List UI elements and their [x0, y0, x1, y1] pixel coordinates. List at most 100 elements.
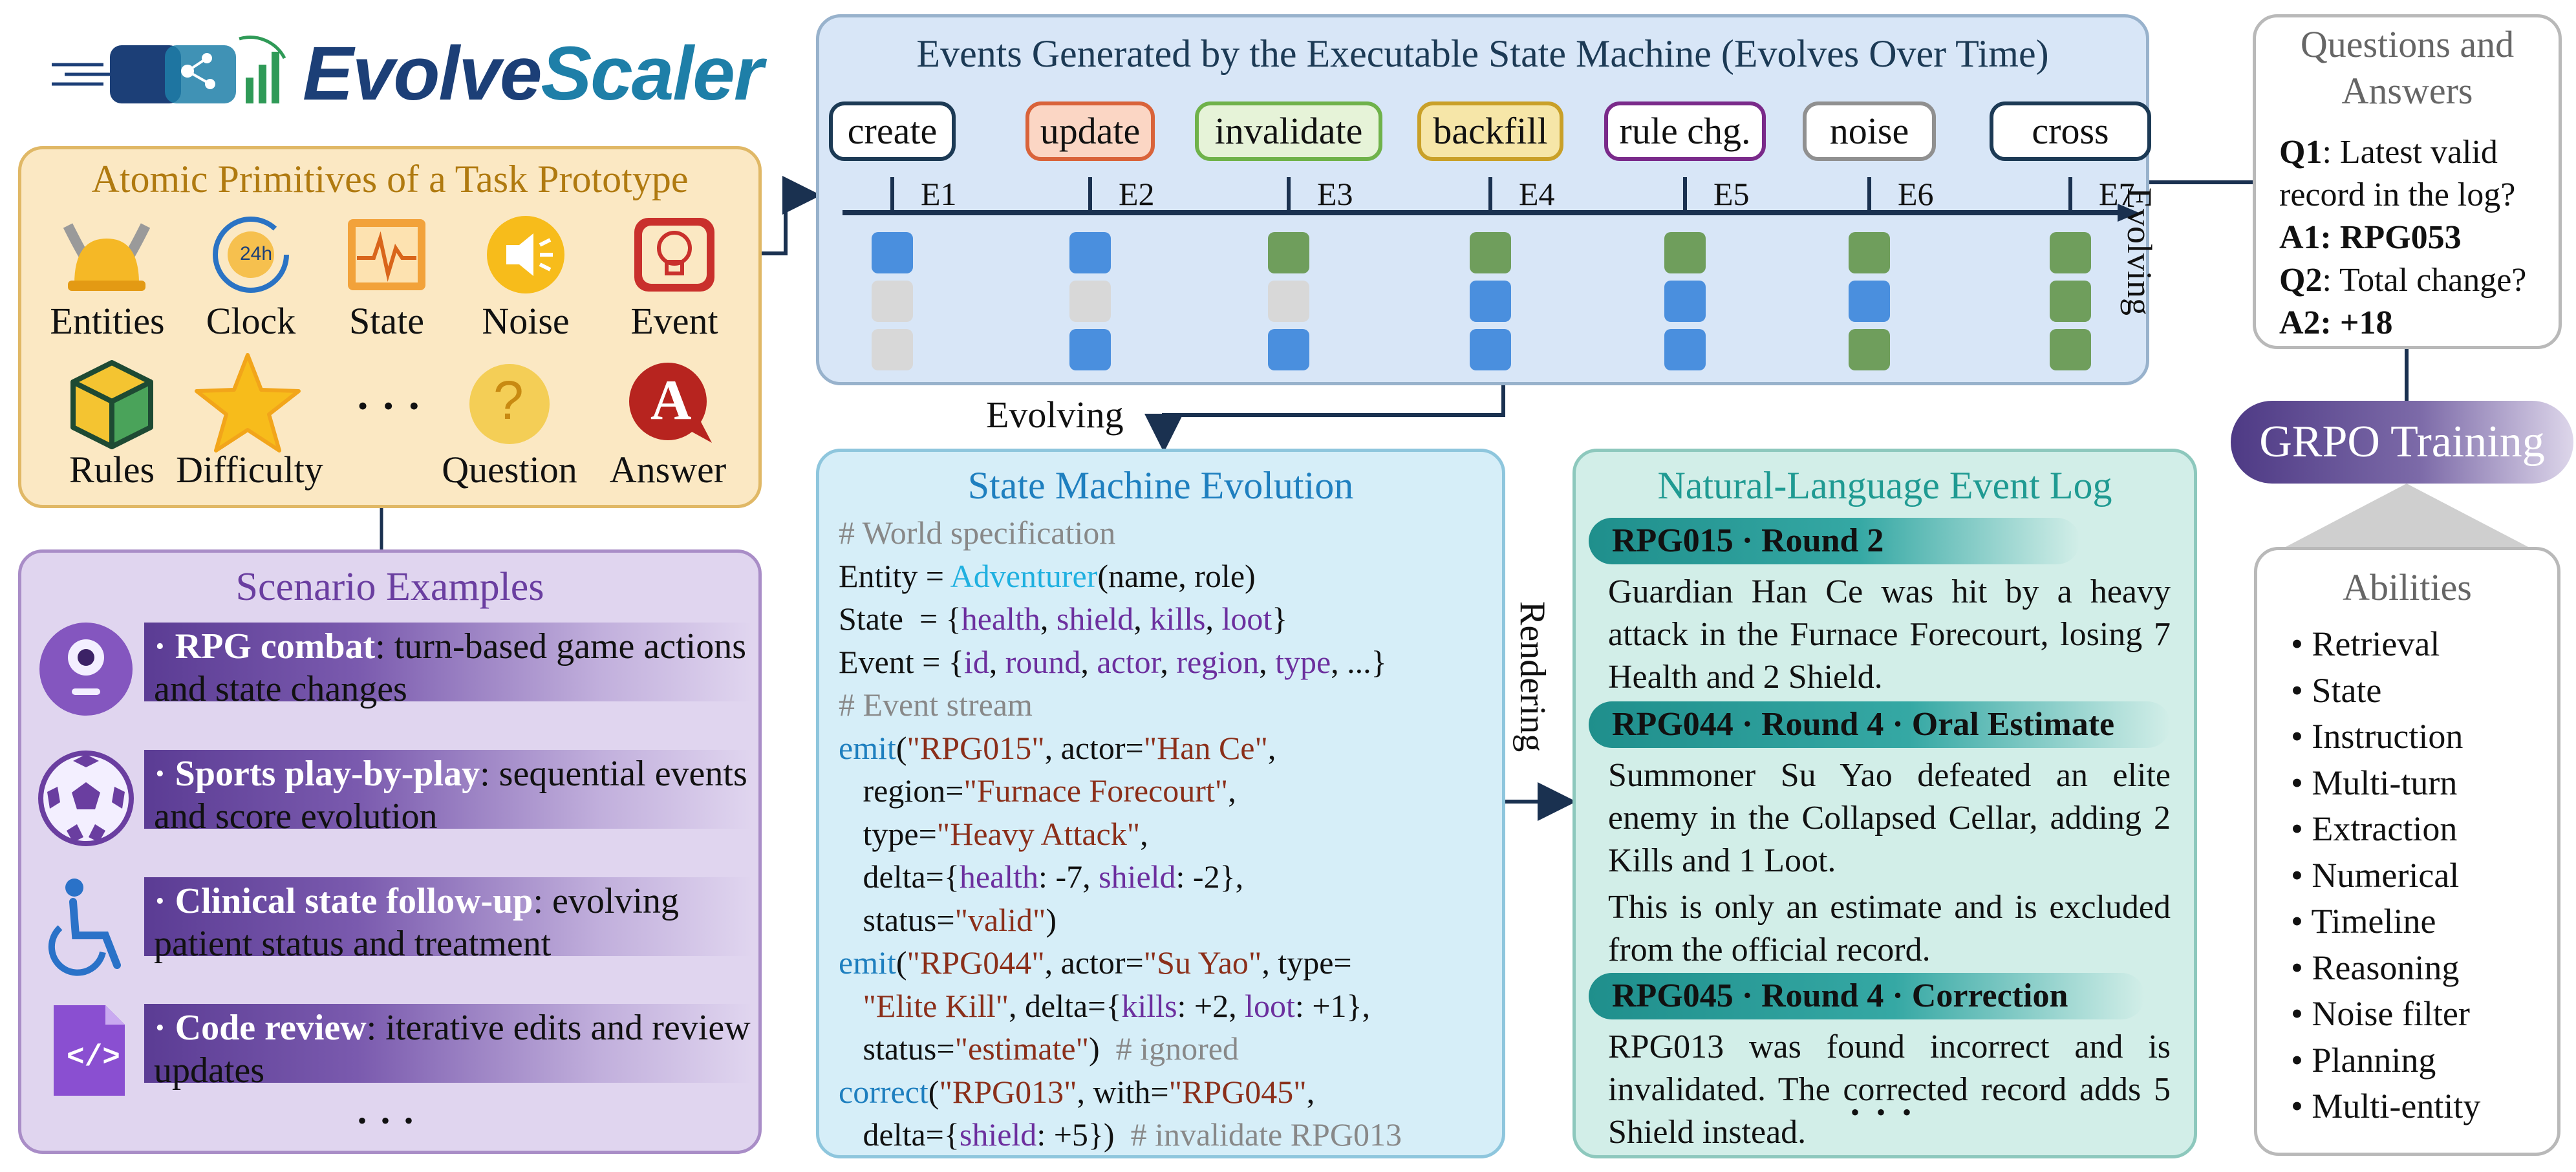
- code-token: id: [963, 643, 989, 680]
- wheelchair-icon: [48, 879, 121, 976]
- state-cell-blue: [1664, 281, 1706, 322]
- code-line: region="Furnace Forecourt",: [839, 769, 1236, 812]
- code-token: # Event stream: [839, 687, 1033, 723]
- event-log-panel: Natural-Language Event Log RPG015 · Roun…: [1572, 449, 2197, 1158]
- log-entry-header: RPG015 · Round 2: [1589, 518, 2080, 564]
- code-token: "Heavy Attack": [936, 815, 1141, 852]
- code-token: , delta={: [1009, 987, 1122, 1024]
- code-token: round: [1005, 643, 1081, 680]
- event-id-label: E3: [1317, 176, 1353, 212]
- timeline-arrow: [843, 204, 2139, 222]
- code-token: shield: [1056, 601, 1134, 637]
- cube-icon: [70, 360, 153, 449]
- ability-item: • Noise filter: [2291, 994, 2470, 1033]
- event-tick: [1287, 177, 1291, 211]
- code-token: "Elite Kill": [863, 987, 1009, 1024]
- scenario-item: · RPG combat: turn-based game actions an…: [154, 626, 746, 709]
- event-type-box: update: [1025, 101, 1155, 161]
- code-token: # invalidate RPG013: [1130, 1116, 1402, 1153]
- code-token: [839, 988, 863, 1024]
- qa-q1: Q1: Latest valid record in the log?: [2279, 134, 2516, 213]
- code-line: type="Heavy Attack",: [839, 813, 1148, 855]
- code-token: delta={: [839, 858, 960, 895]
- rendering-label: Rendering: [1512, 601, 1552, 752]
- state-cell-gray: [872, 281, 913, 322]
- state-machine-panel: State Machine Evolution # World specific…: [816, 449, 1505, 1158]
- ability-item: • Multi-entity: [2291, 1087, 2481, 1125]
- primitive-label-answer: Answer: [609, 449, 727, 491]
- code-token: "RPG013": [939, 1073, 1077, 1110]
- event-id-label: E1: [921, 176, 957, 212]
- ability-item: • Reasoning: [2291, 948, 2460, 987]
- event-log-title: Natural-Language Event Log: [1657, 464, 2112, 507]
- primitive-label-clock: Clock: [206, 300, 296, 342]
- code-file-icon: [54, 1005, 125, 1096]
- state-cell-green: [1268, 232, 1309, 273]
- code-token: : +2,: [1177, 987, 1245, 1024]
- code-token: type: [1275, 643, 1331, 680]
- code-token: ,: [1205, 601, 1222, 637]
- question-bubble-icon: [469, 364, 550, 444]
- state-cell-green: [1849, 232, 1890, 273]
- event-tick: [1683, 177, 1687, 211]
- code-token: , actor=: [1044, 729, 1144, 766]
- qa-a2: A2: +18: [2279, 304, 2393, 341]
- scenario-band: [144, 750, 752, 829]
- grpo-training-badge: GRPO Training: [2231, 401, 2573, 484]
- code-token: State = {: [839, 601, 961, 637]
- event-tick: [1088, 177, 1092, 211]
- primitive-label-entities: Entities: [50, 300, 165, 342]
- code-token: (: [928, 1073, 939, 1110]
- code-line: emit("RPG044", actor="Su Yao", type=: [839, 941, 1352, 984]
- events-title: Events Generated by the Executable State…: [916, 32, 2049, 75]
- code-token: : +5}): [1036, 1116, 1131, 1153]
- code-token: emit: [839, 944, 896, 981]
- code-token: }: [1272, 601, 1288, 637]
- primitive-label-question: Question: [442, 449, 577, 491]
- state-cell-blue: [1470, 281, 1511, 322]
- scenarios-ellipsis: • • •: [358, 1106, 418, 1135]
- ability-item: • Instruction: [2291, 717, 2463, 756]
- code-token: , actor=: [1044, 944, 1144, 981]
- code-token: shield: [959, 1116, 1037, 1153]
- ability-item: • Retrieval: [2291, 624, 2440, 663]
- code-token: ,: [1140, 815, 1148, 852]
- code-token: ,: [1259, 643, 1276, 680]
- primitive-label-rules: Rules: [69, 449, 155, 491]
- event-tick: [890, 177, 894, 211]
- logo-wordmark: EvolveScaler: [303, 31, 764, 116]
- ability-item: • Multi-turn: [2291, 763, 2458, 802]
- scenario-band: [144, 1004, 752, 1083]
- event-type-box: invalidate: [1195, 101, 1382, 161]
- code-token: shield: [1099, 858, 1176, 895]
- code-token: # World specification: [839, 515, 1116, 551]
- scenario-item: · Sports play-by-play: sequential events…: [154, 754, 747, 836]
- logo-icon: [52, 36, 286, 103]
- code-token: "Su Yao": [1143, 944, 1262, 981]
- ability-item: • State: [2291, 670, 2382, 710]
- primitive-label-state: State: [349, 300, 424, 342]
- event-type-box: create: [829, 101, 956, 161]
- scenarios-title: Scenario Examples: [235, 565, 544, 609]
- code-token: "valid": [954, 901, 1046, 938]
- event-id-label: E2: [1119, 176, 1155, 212]
- code-token: (: [896, 729, 907, 766]
- soccer-ball-icon: [38, 751, 134, 846]
- log-ellipsis: • • •: [1851, 1098, 1917, 1127]
- event-tick: [1488, 177, 1492, 211]
- code-token: actor: [1097, 643, 1161, 680]
- code-line: Entity = Adventurer(name, role): [839, 555, 1256, 597]
- log-entry-header: RPG045 · Round 4 · Correction: [1589, 973, 2145, 1019]
- answer-bubble-icon: [629, 363, 712, 443]
- abilities-title: Abilities: [2343, 566, 2472, 608]
- code-token: ,: [989, 643, 1005, 680]
- answer-glyph: A: [650, 369, 692, 432]
- code-token: kills: [1121, 987, 1177, 1024]
- log-entry-text: Summoner Su Yao defeated an elite enemy …: [1608, 757, 2171, 879]
- speaker-icon: [487, 216, 564, 293]
- state-cell-blue: [1069, 232, 1111, 273]
- primitive-label-noise: Noise: [482, 300, 570, 342]
- state-cell-gray: [1069, 281, 1111, 322]
- event-type-box: cross: [1990, 101, 2151, 161]
- code-token: # ignored: [1115, 1030, 1239, 1067]
